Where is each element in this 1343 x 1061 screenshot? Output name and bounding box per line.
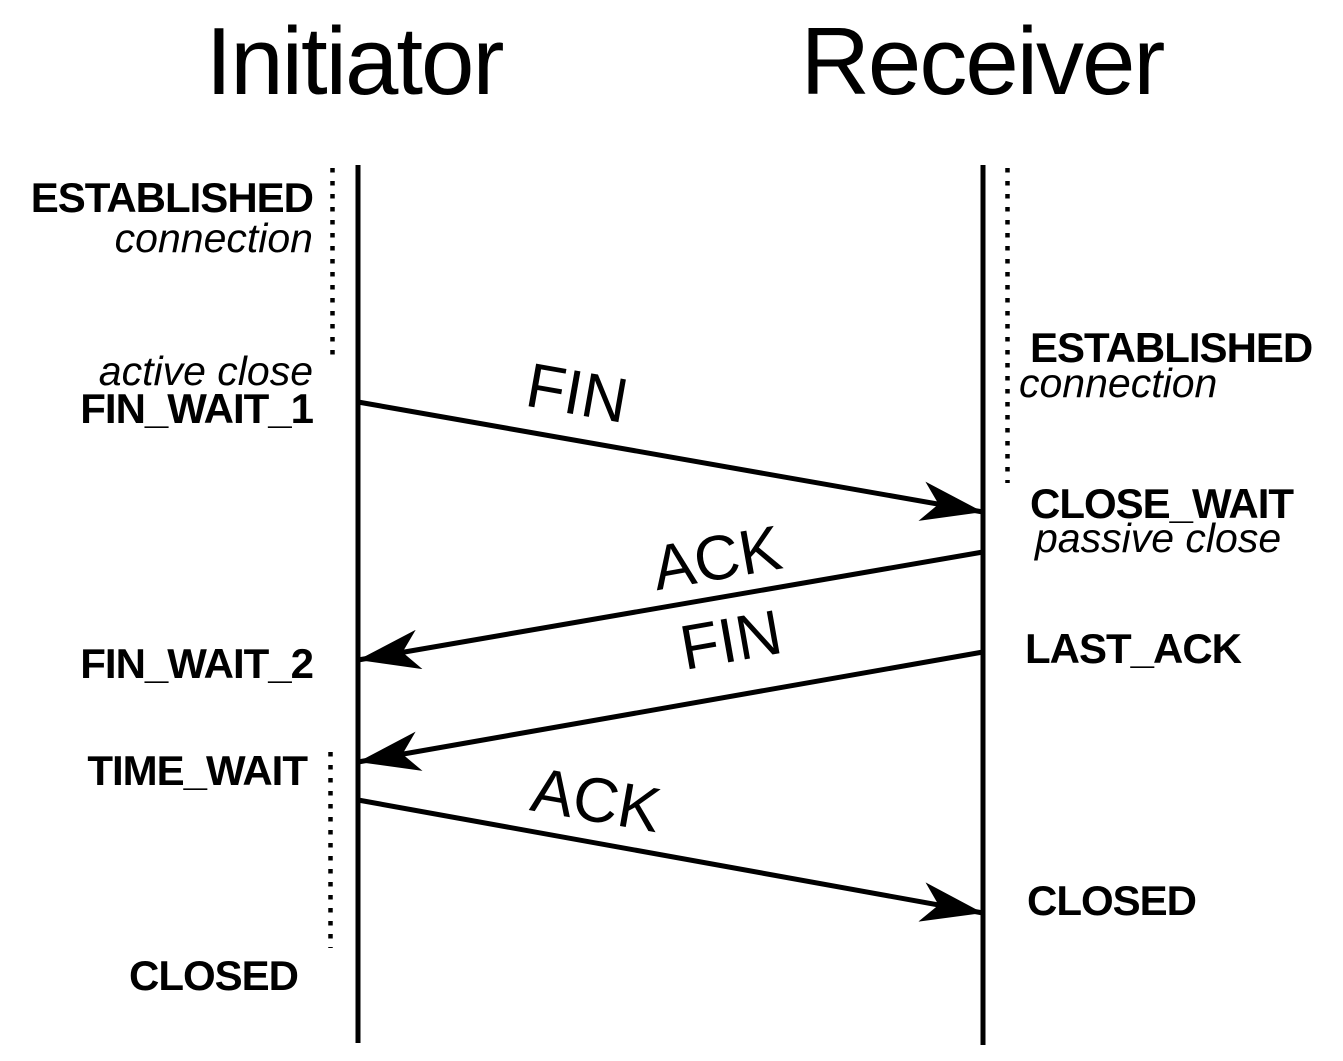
state-initiator-fin-wait-2: FIN_WAIT_2: [80, 640, 314, 687]
note-receiver-connection: connection: [1019, 360, 1218, 406]
receiver-title: Receiver: [800, 8, 1166, 115]
state-receiver-close-wait: CLOSE_WAIT: [1030, 480, 1294, 527]
note-receiver-passive-close: passive close: [1035, 515, 1282, 561]
note-initiator-active-close: active close: [98, 348, 313, 394]
state-receiver-closed: CLOSED: [1027, 877, 1197, 924]
state-initiator-established: ESTABLISHED: [30, 174, 314, 221]
state-initiator-time-wait: TIME_WAIT: [87, 747, 308, 794]
message-fin-2-label: FIN: [674, 597, 787, 684]
initiator-title: Initiator: [205, 8, 505, 115]
state-receiver-last-ack: LAST_ACK: [1025, 625, 1242, 672]
fin-1-arrow: [357, 399, 984, 521]
ack-1-arrow: [357, 549, 984, 670]
note-initiator-connection: connection: [114, 215, 313, 261]
state-receiver-established: ESTABLISHED: [1030, 324, 1313, 371]
fin-2-arrow: [357, 649, 984, 771]
message-fin-1-label: FIN: [521, 350, 634, 437]
state-initiator-fin-wait-1: FIN_WAIT_1: [80, 385, 314, 432]
state-initiator-closed: CLOSED: [128, 952, 299, 999]
ack-2-arrow: [357, 797, 984, 922]
